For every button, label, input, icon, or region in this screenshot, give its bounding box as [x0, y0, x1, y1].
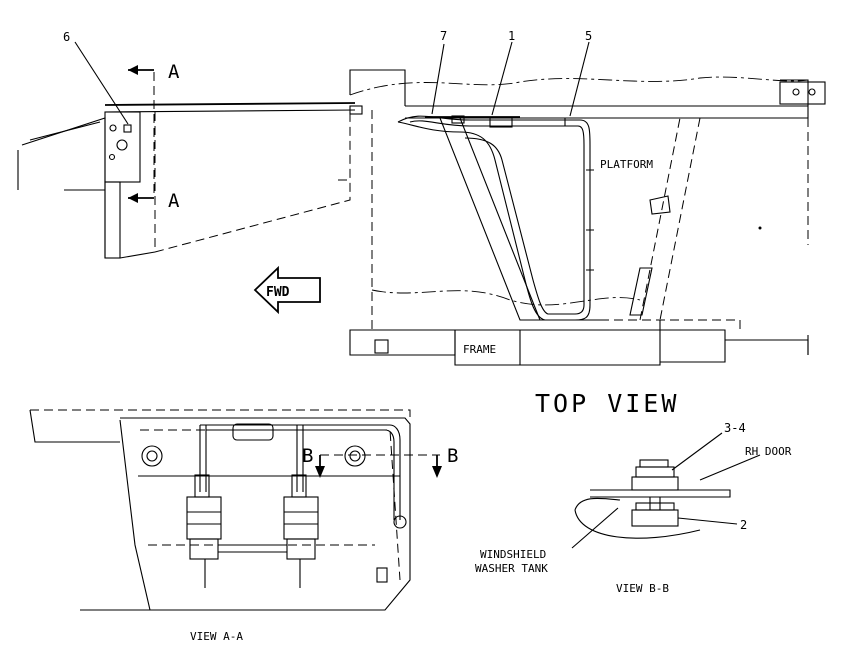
platform-top-view [349, 69, 826, 366]
section-line-b [315, 454, 442, 478]
callout-7: 7 [440, 29, 447, 43]
tank-top-view [17, 102, 363, 259]
section-mark-b-right: B [447, 445, 458, 467]
washer-tank-label: WASHER TANK [475, 562, 548, 575]
forward-arrow [253, 265, 321, 315]
hose-routing [397, 115, 594, 321]
section-mark-b-left: B [302, 445, 313, 467]
section-mark-a-top: A [168, 61, 180, 83]
view-b-b [571, 432, 761, 549]
section-mark-a-bottom: A [168, 190, 180, 212]
view-b-b-label: VIEW B-B [616, 582, 669, 595]
platform-label: PLATFORM [600, 158, 653, 171]
callout-1: 1 [508, 29, 515, 43]
fwd-label: FWD [266, 285, 290, 300]
top-view-title: TOP VIEW [535, 389, 679, 418]
callout-2: 2 [740, 518, 747, 532]
windshield-label: WINDSHIELD [480, 548, 546, 561]
view-a-a [29, 409, 411, 611]
callout-6: 6 [63, 30, 70, 44]
view-a-a-label: VIEW A-A [190, 630, 243, 643]
callout-5: 5 [585, 29, 592, 43]
section-line-a [128, 65, 155, 203]
rh-door-label: RH DOOR [745, 445, 792, 458]
leader-lines [74, 41, 590, 125]
callout-3-4: 3-4 [724, 421, 746, 435]
diagram-text: 6 7 1 5 3-4 2 A A B B PLATFORM FRAME FWD… [63, 29, 792, 643]
frame-label: FRAME [463, 343, 496, 356]
